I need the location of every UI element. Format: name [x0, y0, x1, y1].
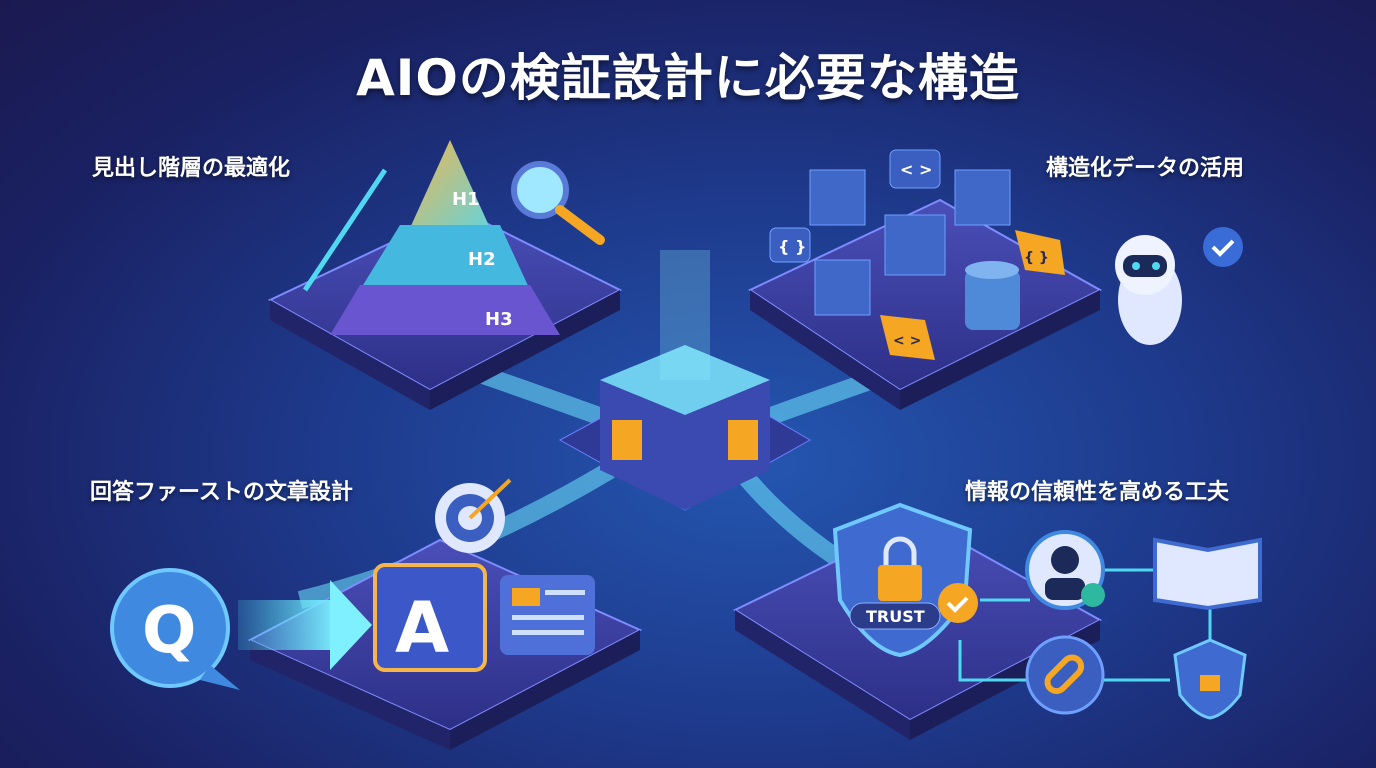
h2-label: H2	[468, 249, 496, 270]
code-tag: < >	[900, 160, 932, 179]
question-bubble-icon	[110, 568, 240, 690]
check-icon	[1203, 227, 1243, 267]
section-label-answer-first: 回答ファーストの文章設計	[90, 480, 353, 505]
robot-icon	[1115, 235, 1182, 345]
small-shield-lock-icon	[1173, 638, 1247, 720]
platform-structured	[747, 198, 1103, 410]
question-label: Q	[142, 594, 196, 668]
pyramid-icon: H1 H2 H3	[302, 140, 560, 335]
section-label-heading-hierarchy: 見出し階層の最適化	[92, 156, 291, 181]
section-label-trust: 情報の信頼性を高める工夫	[965, 480, 1230, 505]
h1-label: H1	[452, 189, 480, 210]
code-tag-orange: < >	[893, 333, 921, 349]
json-tag: { }	[778, 237, 806, 256]
database-icon	[965, 261, 1020, 330]
h3-label: H3	[485, 309, 513, 330]
answer-label: A	[395, 587, 449, 669]
trust-network-lines	[958, 568, 1212, 682]
trust-badge: TRUST	[849, 583, 978, 630]
book-link-icon	[1153, 537, 1262, 611]
link-icon	[1025, 635, 1105, 715]
json-tag-orange: { }	[1024, 250, 1049, 266]
target-icon	[435, 478, 512, 553]
document-icon	[500, 575, 595, 655]
section-label-structured-data: 構造化データの活用	[1046, 156, 1245, 181]
page-title: AIOの検証設計に必要な構造	[356, 49, 1020, 107]
answer-box-icon	[373, 563, 487, 672]
person-check-icon	[1025, 530, 1105, 610]
central-chip-icon	[558, 250, 812, 511]
tag-icon	[880, 230, 1065, 360]
magnifier-icon	[511, 161, 605, 245]
arrow-icon	[238, 580, 372, 670]
svg-text:TRUST: TRUST	[866, 607, 925, 626]
code-cube-icon	[769, 149, 1011, 316]
